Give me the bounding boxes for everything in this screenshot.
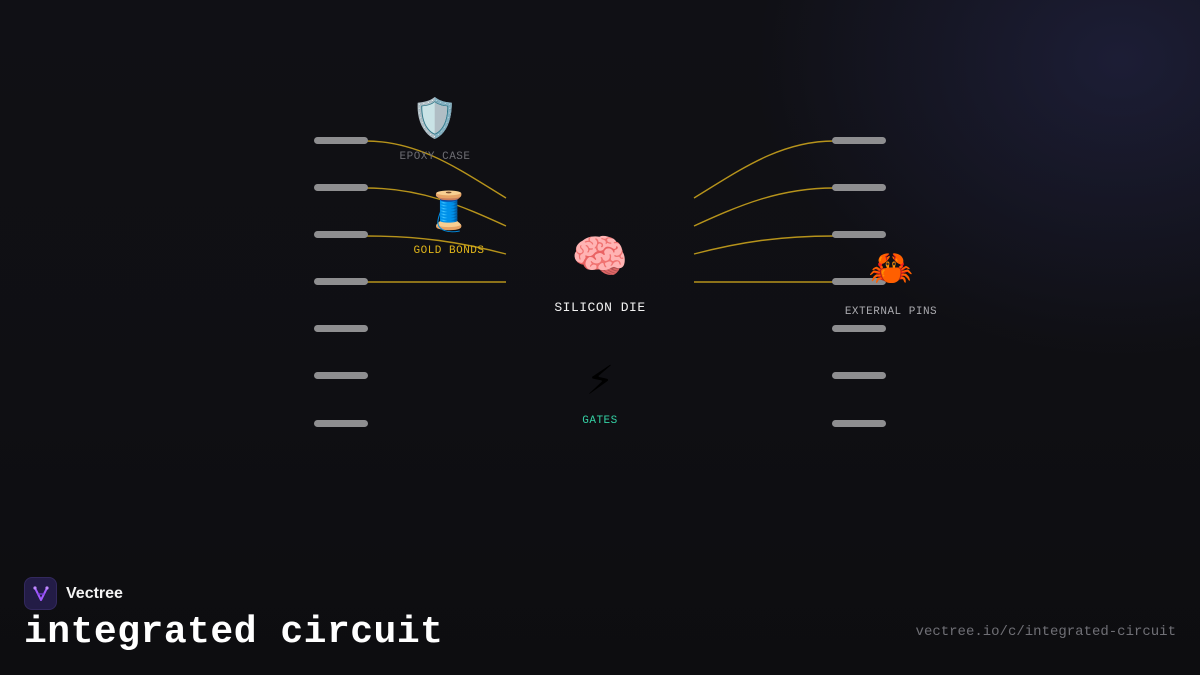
pin-left-5 <box>314 325 368 332</box>
bond-wire-right-1 <box>693 140 835 199</box>
page-title: integrated circuit <box>24 611 444 654</box>
page-url[interactable]: vectree.io/c/integrated-circuit <box>915 624 1176 640</box>
lightning-icon[interactable]: ⚡ <box>585 358 615 404</box>
pin-left-7 <box>314 420 368 427</box>
bond-wire-left-3 <box>365 235 507 255</box>
pin-left-2 <box>314 184 368 191</box>
pin-left-1 <box>314 137 368 144</box>
pin-right-4 <box>832 278 886 285</box>
pin-left-6 <box>314 372 368 379</box>
brand[interactable]: Vectree <box>24 577 123 610</box>
bond-wire-left-2 <box>365 187 507 227</box>
vectree-fork-icon <box>24 577 57 610</box>
pin-left-3 <box>314 231 368 238</box>
brain-icon[interactable]: 🧠 <box>571 229 629 283</box>
bond-wires <box>365 140 835 283</box>
node-label-external-pins: EXTERNAL PINS <box>844 306 938 318</box>
bond-wire-right-3 <box>693 235 835 255</box>
pin-right-7 <box>832 420 886 427</box>
pin-right-3 <box>832 231 886 238</box>
pin-left-4 <box>314 278 368 285</box>
bond-wire-left-1 <box>365 140 507 199</box>
pin-right-2 <box>832 184 886 191</box>
pin-right-1 <box>832 137 886 144</box>
node-label-gates: GATES <box>582 415 618 427</box>
shield-icon[interactable]: 🛡️ <box>411 96 459 140</box>
brand-name: Vectree <box>66 584 123 602</box>
pin-right-5 <box>832 325 886 332</box>
crab-icon[interactable]: 🦀 <box>868 248 914 289</box>
bond-wire-right-2 <box>693 187 835 227</box>
pin-right-6 <box>832 372 886 379</box>
node-label-epoxy-case: EPOXY CASE <box>399 151 471 163</box>
node-label-gold-bonds: GOLD BONDS <box>413 245 485 257</box>
thread-spool-icon[interactable]: 🧵 <box>425 189 473 233</box>
node-label-silicon-die: SILICON DIE <box>554 300 646 315</box>
